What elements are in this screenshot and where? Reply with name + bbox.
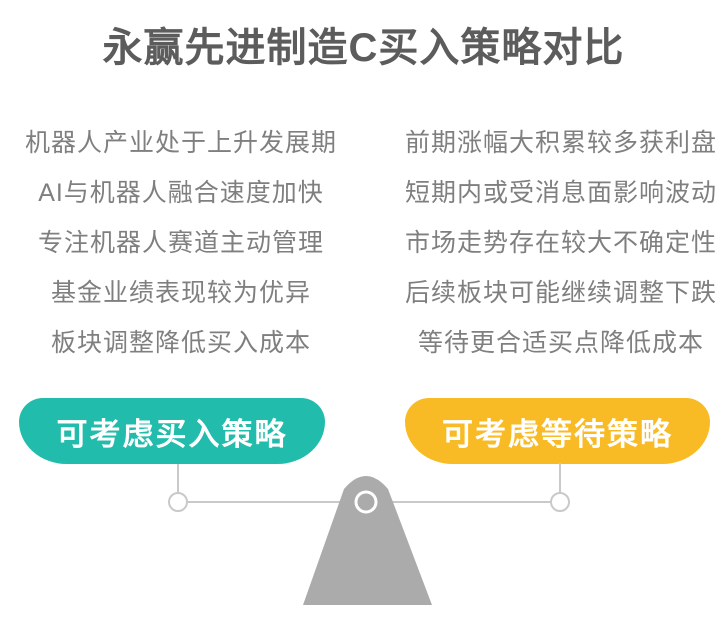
buy-strategy-badge: 可考虑买入策略 (19, 398, 325, 464)
scale-pivot-ring-icon (354, 490, 378, 514)
buy-reasons-list: 机器人产业处于上升发展期 AI与机器人融合速度加快 专注机器人赛道主动管理 基金… (1, 116, 361, 366)
list-item: 基金业绩表现较为优异 (50, 279, 311, 307)
list-item: 市场走势存在较大不确定性 (404, 229, 717, 257)
scale-fulcrum-triangle (303, 476, 432, 605)
list-item: 后续板块可能继续调整下跌 (404, 279, 717, 307)
wait-reasons-list: 前期涨幅大积累较多获利盘 短期内或受消息面影响波动 市场走势存在较大不确定性 后… (381, 116, 727, 366)
list-item: 等待更合适买点降低成本 (417, 329, 704, 357)
list-item: 短期内或受消息面影响波动 (404, 179, 717, 207)
list-item: 专注机器人赛道主动管理 (37, 229, 324, 257)
scale-left-circle (168, 492, 188, 512)
wait-strategy-badge: 可考虑等待策略 (405, 398, 710, 464)
page-title: 永赢先进制造C买入策略对比 (102, 26, 625, 70)
balance-scale-graphic (168, 463, 570, 605)
list-item: AI与机器人融合速度加快 (38, 179, 324, 207)
list-item: 机器人产业处于上升发展期 (24, 129, 337, 157)
list-item: 板块调整降低买入成本 (50, 329, 311, 357)
scale-right-circle (550, 492, 570, 512)
list-item: 前期涨幅大积累较多获利盘 (404, 129, 717, 157)
